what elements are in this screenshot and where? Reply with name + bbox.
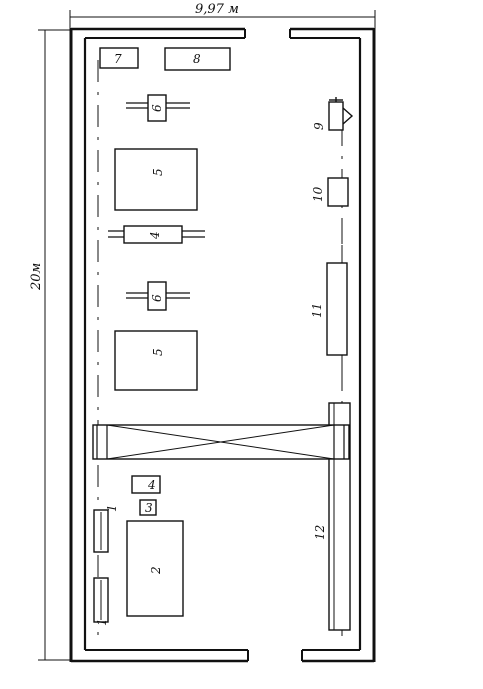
length-dimension: 20м: [29, 29, 70, 661]
equipment-3: 3: [139, 499, 157, 516]
equipment-5-upper: 5: [114, 148, 198, 211]
equipment-1-upper: 1: [93, 504, 119, 553]
label-6-upper: 6: [150, 104, 164, 112]
equipment-2: 2: [126, 520, 184, 617]
equipment-5-lower: 5: [114, 330, 198, 391]
label-6-lower: 6: [150, 294, 164, 302]
label-5-lower: 5: [151, 348, 165, 356]
length-dimension-label: 20м: [29, 263, 44, 291]
label-10: 10: [311, 186, 325, 202]
label-7: 7: [114, 52, 122, 66]
label-12: 12: [313, 525, 327, 540]
label-3: 3: [145, 501, 153, 515]
equipment-9: 9: [312, 97, 354, 131]
label-4-roller: 4: [148, 231, 162, 240]
equipment-12: 12: [313, 402, 351, 631]
width-dimension-label: 9,97 м: [195, 2, 239, 17]
label-2: 2: [149, 566, 163, 575]
width-dimension: 9,97 м: [69, 2, 376, 30]
label-8: 8: [193, 52, 201, 66]
label-11: 11: [310, 303, 324, 318]
equipment-4-roller: 4: [108, 225, 205, 244]
label-1-lower: 1: [95, 618, 109, 626]
label-5-upper: 5: [151, 168, 165, 176]
crane-beam: [92, 424, 350, 460]
label-4-box: 4: [147, 478, 156, 492]
building-walls: [69, 27, 376, 663]
equipment-4-box: 4: [131, 475, 161, 494]
equipment-7: 7: [99, 47, 139, 69]
equipment-10: 10: [311, 177, 349, 207]
equipment-6-lower: 6: [126, 281, 190, 311]
equipment-6-upper: 6: [126, 94, 190, 122]
equipment-11: 11: [310, 262, 348, 356]
label-1-upper: 1: [105, 504, 119, 512]
equipment-8: 8: [164, 47, 231, 71]
label-9: 9: [312, 122, 326, 130]
equipment-1-lower: 1: [93, 577, 109, 626]
